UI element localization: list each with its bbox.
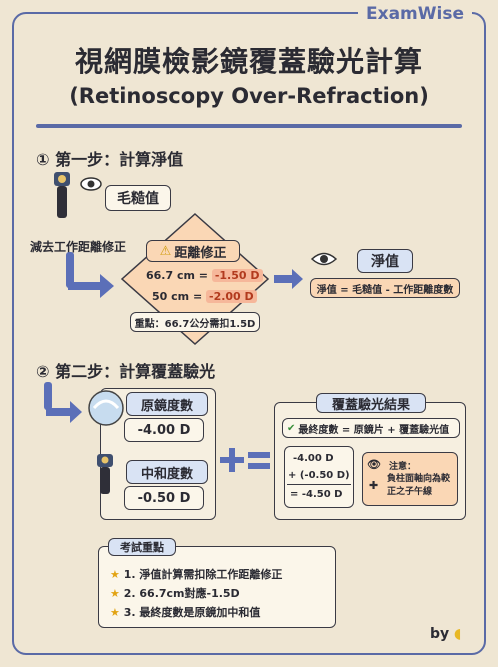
calculation-box: -4.00 D + (-0.50 D) = -4.50 D: [284, 446, 354, 508]
star-icon: ★: [110, 568, 120, 581]
brand-logo: ExamWise: [358, 4, 472, 24]
contact-lens-icon: [86, 388, 126, 432]
note-text: 負柱面軸向為較正之子午線: [387, 474, 451, 497]
neutral-lens-label: 中和度數: [126, 460, 208, 484]
warning-title: 距離修正: [174, 245, 227, 261]
retinoscope-icon-2: [94, 454, 116, 498]
exam-item-1-text: 1. 淨值計算需扣除工作距離修正: [123, 568, 283, 581]
calc-divider: [287, 484, 351, 485]
line2-value: -2.00 D: [206, 290, 257, 303]
result-formula-text: 最終度數 = 原鏡片 + 覆蓋驗光值: [298, 424, 450, 436]
axis-icon: ✚: [369, 479, 379, 492]
correction-line-2: 50 cm = -2.00 D: [152, 290, 257, 303]
check-icon: ✔: [287, 422, 296, 434]
result-title: 覆蓋驗光結果: [316, 393, 426, 413]
footer-by: by ◖: [430, 626, 461, 642]
page-frame: [12, 12, 486, 655]
result-formula: ✔ 最終度數 = 原鏡片 + 覆蓋驗光值: [282, 418, 460, 438]
exam-item-2: ★ 2. 66.7cm對應-1.5D: [110, 585, 240, 601]
banana-icon: ◖: [454, 626, 462, 642]
calc-line-3: = -4.50 D: [290, 489, 343, 500]
step1-heading: ① 第一步：計算淨值: [36, 150, 184, 169]
calc-line-2: + (-0.50 D): [288, 470, 350, 481]
eye-icon: [80, 176, 102, 196]
exam-item-1: ★ 1. 淨值計算需扣除工作距離修正: [110, 566, 282, 582]
note-title: 注意：: [389, 462, 417, 472]
net-value-box: 淨值: [357, 249, 413, 273]
axis-note: 👁 注意： ✚ 負柱面軸向為較正之子午線: [362, 452, 458, 506]
page-subtitle: (Retinoscopy Over-Refraction): [69, 84, 429, 108]
correction-line-1: 66.7 cm = -1.50 D: [146, 269, 263, 282]
exam-item-2-text: 2. 66.7cm對應-1.5D: [123, 587, 240, 600]
footer-by-text: by: [430, 626, 450, 642]
subtract-label: 減去工作距離修正: [30, 240, 127, 254]
exam-item-3: ★ 3. 最終度數是原鏡加中和值: [110, 604, 260, 620]
title-divider: [36, 124, 462, 128]
exam-item-3-text: 3. 最終度數是原鏡加中和值: [123, 606, 261, 619]
eye-icon-2: [310, 248, 338, 274]
net-formula: 淨值 = 毛糙值 - 工作距離度數: [310, 278, 460, 298]
original-lens-label: 原鏡度數: [126, 392, 208, 416]
warning-icon: ⚠: [159, 243, 172, 259]
neutral-lens-value: -0.50 D: [124, 486, 204, 510]
right-arrow-icon: [66, 272, 116, 304]
retinoscope-icon: [50, 172, 74, 218]
line1-value: -1.50 D: [211, 269, 263, 282]
eye-icon-3: 👁: [367, 458, 381, 471]
exam-panel: [98, 546, 336, 628]
star-icon: ★: [110, 606, 120, 619]
right-arrow-icon-3: [44, 400, 84, 428]
original-lens-value: -4.00 D: [124, 418, 204, 442]
calc-line-1: -4.00 D: [293, 453, 334, 464]
line2-prefix: 50 cm =: [152, 290, 206, 303]
correction-note: 重點：66.7公分需扣1.5D: [130, 312, 260, 332]
exam-title: 考試重點: [108, 538, 176, 556]
step2-heading: ② 第二步：計算覆蓋驗光: [36, 362, 216, 381]
page-title: 視網膜檢影鏡覆蓋驗光計算: [74, 45, 423, 78]
down-arrow-shaft-2: [44, 382, 52, 410]
down-arrow-shaft: [66, 252, 74, 288]
line1-prefix: 66.7 cm =: [146, 269, 212, 282]
plus-equals-icon: [218, 444, 272, 480]
right-arrow-icon-2: [272, 268, 304, 294]
warning-header: ⚠ 距離修正: [146, 240, 240, 262]
star-icon: ★: [110, 587, 120, 600]
gross-value-box: 毛糙值: [105, 185, 171, 211]
